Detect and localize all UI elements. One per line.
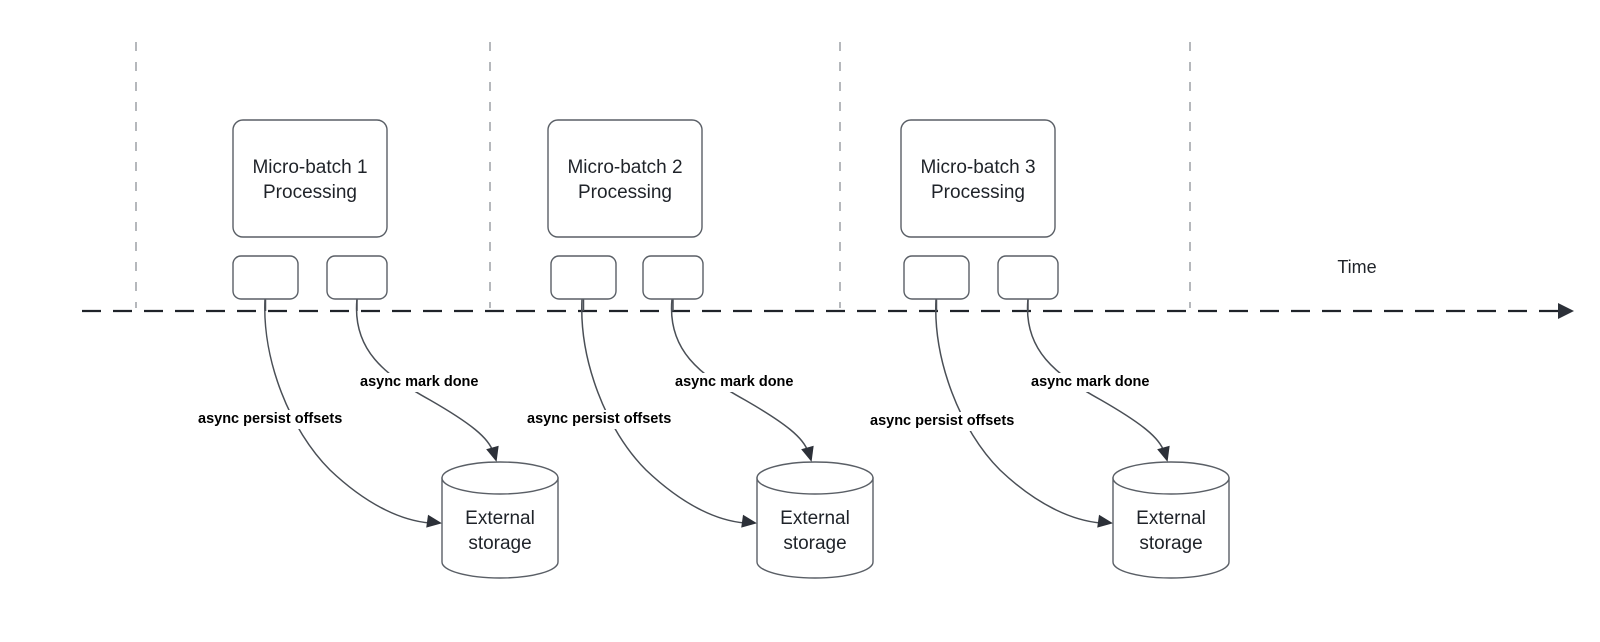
storage-top-3 [1112, 461, 1230, 495]
micro-batch-label-line2-2: Processing [578, 182, 672, 203]
async-mark-done-arrow-1 [486, 445, 499, 462]
async-mark-done-arrow-2 [801, 445, 814, 462]
async-persist-offsets-arrow-1-head [426, 514, 442, 528]
async-mark-done-curve-1 [355, 298, 494, 453]
task-box-right-1[interactable] [326, 255, 388, 300]
async-mark-done-arrow-3-head [1157, 445, 1170, 462]
async-persist-offsets-arrow-3 [1097, 514, 1113, 528]
async-mark-done-arrow-1-head [486, 445, 499, 462]
micro-batch-label-line2-3: Processing [931, 182, 1025, 203]
async-persist-offsets-label-bg-3 [867, 412, 1033, 431]
async-mark-done-curve-3 [1026, 298, 1165, 453]
storage-label-line2-2: storage [783, 533, 846, 554]
async-persist-offsets-arrow-2 [741, 514, 757, 528]
task-box-left-1[interactable] [232, 255, 299, 300]
storage-label-line2-3: storage [1139, 533, 1202, 554]
micro-batch-label-line2-1: Processing [263, 182, 357, 203]
storage-label-line1-1: External [465, 508, 535, 529]
task-box-right-2[interactable] [642, 255, 704, 300]
external-storage-3[interactable]: External storage [1112, 461, 1230, 579]
time-axis: Time [82, 257, 1574, 319]
async-persist-offsets-curve-1 [264, 298, 431, 524]
time-axis-arrowhead [1558, 303, 1574, 319]
async-persist-offsets-arrow-1 [426, 514, 442, 528]
storage-top-1 [441, 461, 559, 495]
async-persist-offsets-arrow-2-head [741, 514, 757, 528]
async-persist-offsets-label-2: async persist offsets [527, 411, 671, 427]
async-mark-done-label-bg-1 [357, 373, 477, 392]
storage-body-2 [756, 477, 874, 579]
storage-label-line1-2: External [780, 508, 850, 529]
async-persist-offsets-label-bg-1 [195, 410, 361, 429]
async-persist-offsets-curve-2 [581, 298, 746, 524]
task-box-right-3[interactable] [997, 255, 1059, 300]
async-persist-offsets-label-3: async persist offsets [870, 413, 1014, 429]
async-persist-offsets-arrow-3-head [1097, 514, 1113, 528]
separator-lines [135, 42, 1191, 308]
micro-batch-label-line1-2: Micro-batch 2 [567, 157, 682, 178]
storage-label-line1-3: External [1136, 508, 1206, 529]
async-mark-done-label-bg-2 [672, 373, 792, 392]
async-persist-offsets-label-bg-2 [524, 410, 690, 429]
micro-batch-label-line1-3: Micro-batch 3 [920, 157, 1035, 178]
storage-label-line2-1: storage [468, 533, 531, 554]
async-mark-done-arrow-2-head [801, 445, 814, 462]
storage-body-1 [441, 477, 559, 579]
storage-top-2 [756, 461, 874, 495]
async-mark-done-label-bg-3 [1028, 373, 1148, 392]
async-mark-done-label-3: async mark done [1031, 374, 1149, 390]
async-mark-done-label-2: async mark done [675, 374, 793, 390]
external-storage-2[interactable]: External storage [756, 461, 874, 579]
async-persist-offsets-label-1: async persist offsets [198, 411, 342, 427]
micro-batch-label-line1-1: Micro-batch 1 [252, 157, 367, 178]
time-axis-label: Time [1337, 257, 1376, 277]
micro-batch-box-3[interactable] [900, 119, 1056, 238]
micro-batch-box-1[interactable] [232, 119, 388, 238]
storage-body-3 [1112, 477, 1230, 579]
async-persist-offsets-curve-3 [935, 298, 1102, 524]
async-mark-done-arrow-3 [1157, 445, 1170, 462]
async-mark-done-curve-2 [670, 298, 809, 453]
task-box-left-2[interactable] [550, 255, 617, 300]
task-box-left-3[interactable] [903, 255, 970, 300]
external-storage-1[interactable]: External storage [441, 461, 559, 579]
async-mark-done-label-1: async mark done [360, 374, 478, 390]
micro-batch-box-2[interactable] [547, 119, 703, 238]
